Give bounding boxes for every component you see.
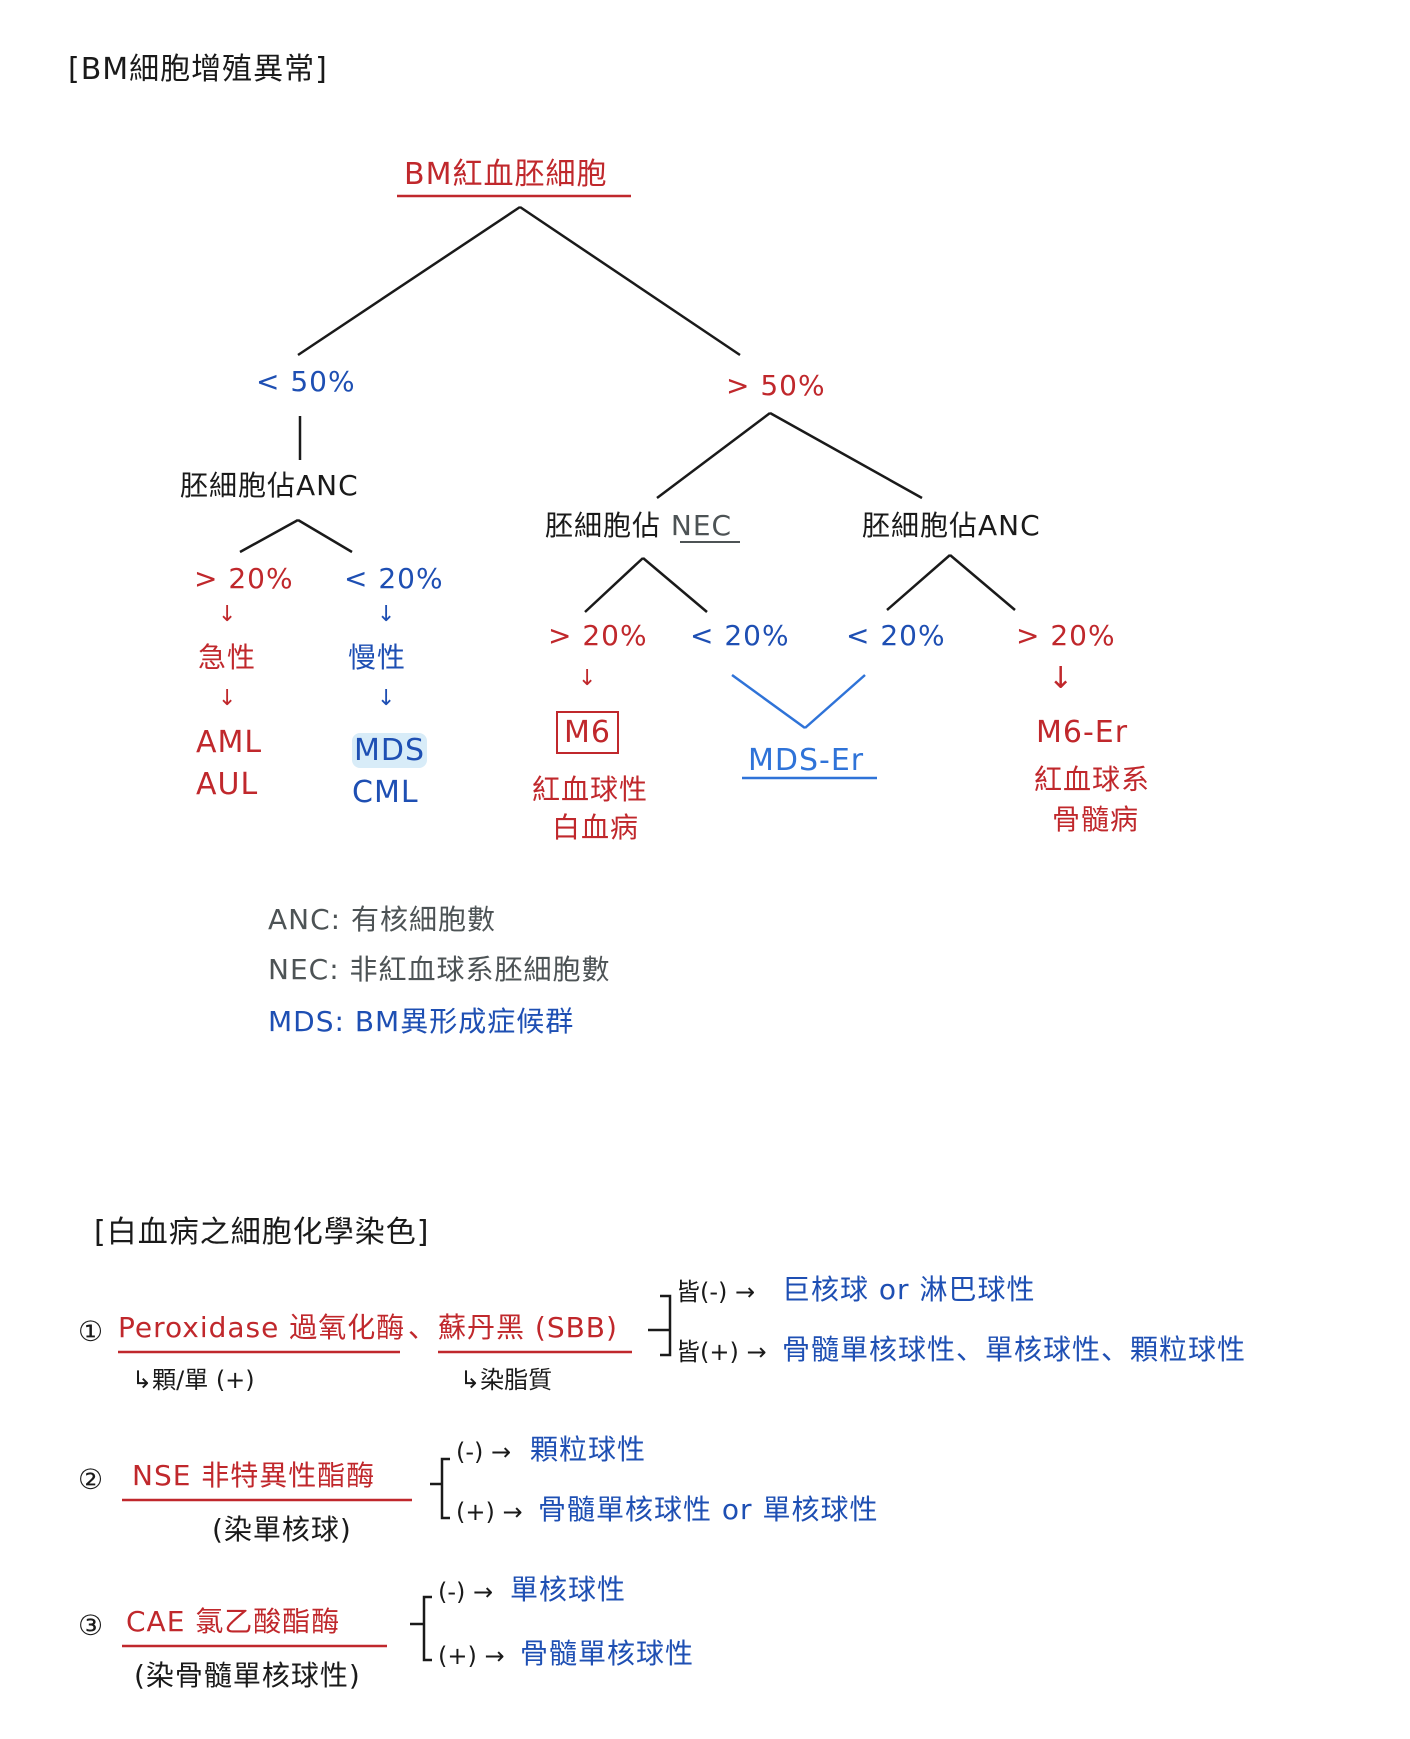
- arrow-down-icon: ↓: [218, 686, 237, 711]
- item3-sub: (染骨髓單核球性): [134, 1659, 361, 1692]
- cond-lt-50: < 50%: [256, 365, 356, 398]
- label-acute: 急性: [198, 641, 257, 674]
- acute-out-aml: AML: [196, 725, 263, 760]
- chronic-out-cml: CML: [352, 775, 419, 810]
- root-node: BM紅血胚細胞: [404, 157, 608, 192]
- nec-label: NEC: [670, 509, 733, 542]
- item2-neg-result: 顆粒球性: [530, 1433, 647, 1466]
- branch-gt20-anc: > 20%: [1016, 619, 1116, 652]
- item3-pos-result: 骨髓單核球性: [520, 1637, 695, 1670]
- node-anc-left: 胚細胞佔ANC: [180, 469, 359, 502]
- item1-sub-b: ↳染脂質: [460, 1366, 553, 1394]
- m6er-label: M6-Er: [1036, 715, 1129, 750]
- arrow-down-icon: ↓: [377, 686, 396, 711]
- m6-label: M6: [556, 711, 619, 754]
- m6-desc-1: 紅血球性: [532, 773, 649, 806]
- item2-neg-label: (-) →: [456, 1438, 512, 1466]
- section1-title: [BM細胞增殖異常]: [68, 52, 328, 87]
- node-anc-right: 胚細胞佔ANC: [862, 509, 1041, 542]
- item3-neg-result: 單核球性: [510, 1573, 627, 1606]
- branch-lt20-nec: < 20%: [690, 619, 790, 652]
- item1-title-b: 蘇丹黑 (SBB): [438, 1311, 618, 1344]
- legend-mds: MDS: BM異形成症候群: [268, 1005, 575, 1038]
- m6-desc-2: 白血病: [552, 811, 640, 844]
- item1-number: ①: [78, 1315, 105, 1348]
- node-nec: 胚細胞佔 NEC: [545, 509, 733, 542]
- m6er-desc-2: 骨髓病: [1052, 803, 1140, 836]
- branch-gt20-nec: > 20%: [548, 619, 648, 652]
- legend-nec: NEC: 非紅血球系胚細胞數: [268, 953, 611, 986]
- chronic-out-mds: MDS: [352, 733, 428, 768]
- item2-pos-label: (+) →: [456, 1498, 523, 1526]
- item3-pos-label: (+) →: [438, 1642, 505, 1670]
- item1-sub-a: ↳顆/單 (+): [132, 1366, 255, 1394]
- acute-out-aul: AUL: [196, 767, 259, 802]
- arrow-down-icon: ↓: [578, 666, 597, 691]
- item1-sep: 、: [408, 1311, 438, 1344]
- legend-anc: ANC: 有核細胞數: [268, 903, 497, 936]
- branch-gt20-left: > 20%: [194, 562, 294, 595]
- section2-title: [白血病之細胞化學染色]: [94, 1215, 430, 1250]
- item1-neg-label: 皆(-) →: [676, 1278, 756, 1306]
- item2-sub: (染單核球): [212, 1513, 352, 1546]
- arrow-down-icon: ↓: [377, 602, 396, 627]
- arrow-down-icon: ↓: [1048, 661, 1074, 696]
- item2-pos-result: 骨髓單核球性 or 單核球性: [538, 1493, 879, 1526]
- arrow-down-icon: ↓: [218, 602, 237, 627]
- branch-lt20-left: < 20%: [344, 562, 444, 595]
- m6er-desc-1: 紅血球系: [1034, 763, 1151, 796]
- label-chronic: 慢性: [348, 641, 407, 674]
- item2-number: ②: [78, 1463, 105, 1496]
- item3-neg-label: (-) →: [438, 1578, 494, 1606]
- item3-number: ③: [78, 1609, 105, 1642]
- item1-pos-result: 骨髓單核球性、單核球性、顆粒球性: [782, 1333, 1247, 1366]
- cond-gt-50: > 50%: [726, 369, 826, 402]
- item3-title: CAE 氯乙酸酯酶: [126, 1605, 341, 1638]
- item1-neg-result: 巨核球 or 淋巴球性: [782, 1273, 1036, 1306]
- item1-title-a: Peroxidase 過氧化酶: [118, 1311, 406, 1344]
- item2-title: NSE 非特異性酯酶: [132, 1459, 376, 1492]
- item1-pos-label: 皆(+) →: [676, 1338, 767, 1366]
- mds-er-label: MDS-Er: [748, 743, 865, 778]
- branch-lt20-anc: < 20%: [846, 619, 946, 652]
